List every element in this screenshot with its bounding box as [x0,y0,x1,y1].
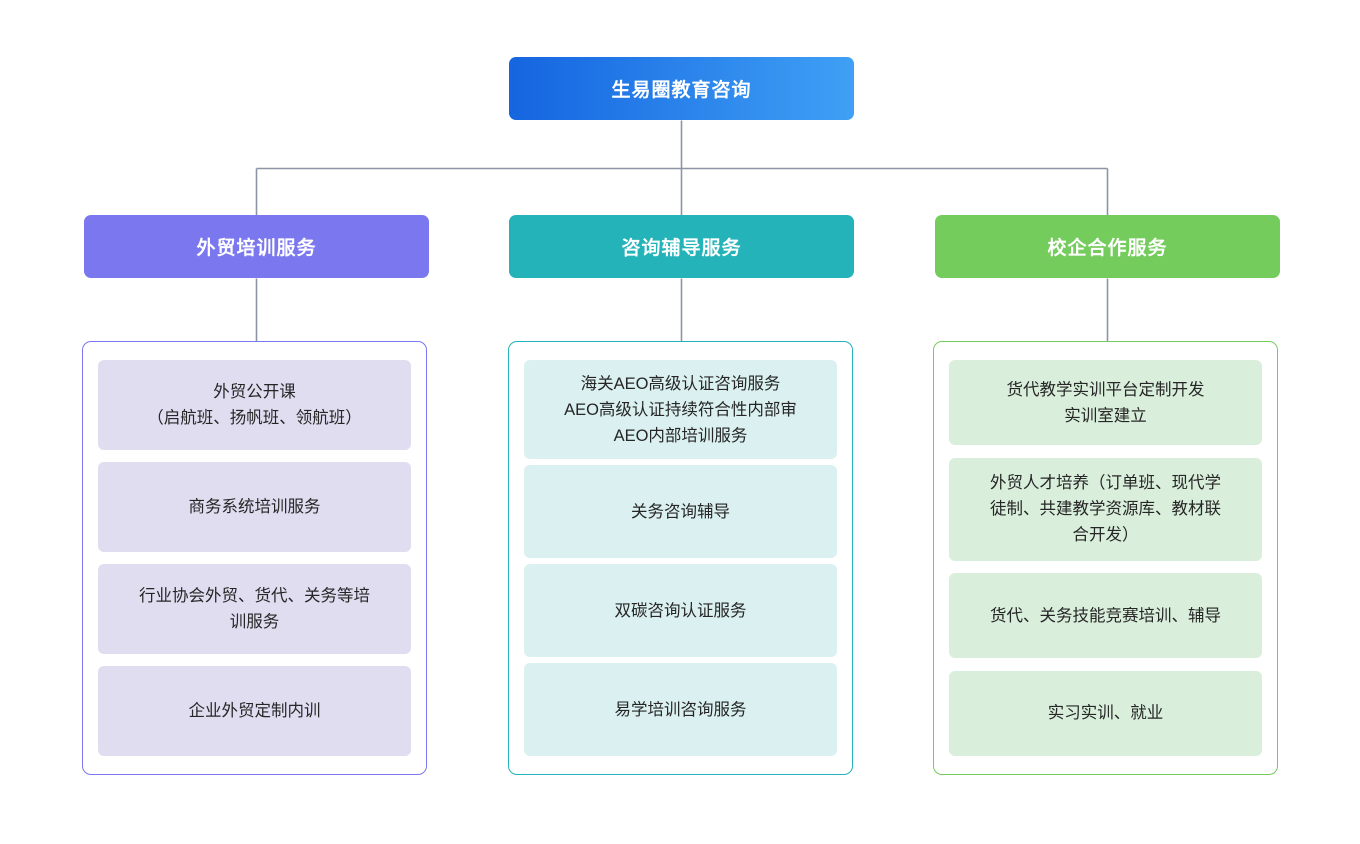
service-item[interactable]: 实习实训、就业 [949,670,1262,756]
service-item-list-0: 外贸公开课 （启航班、扬帆班、领航班） 商务系统培训服务 行业协会外贸、货代、关… [98,360,411,756]
service-group-2: 货代教学实训平台定制开发 实训室建立 外贸人才培养（订单班、现代学 徒制、共建教… [933,341,1278,775]
service-item[interactable]: 货代、关务技能竞赛培训、辅导 [949,573,1262,659]
service-item-list-1: 海关AEO高级认证咨询服务 AEO高级认证持续符合性内部审 AEO内部培训服务 … [524,360,837,756]
root-node[interactable]: 生易圈教育咨询 [509,57,854,120]
service-group-0: 外贸公开课 （启航班、扬帆班、领航班） 商务系统培训服务 行业协会外贸、货代、关… [82,341,427,775]
category-header-label-1: 咨询辅导服务 [621,238,742,259]
root-node-label: 生易圈教育咨询 [611,80,752,101]
category-header-label-2: 校企合作服务 [1047,238,1168,259]
service-item[interactable]: 外贸人才培养（订单班、现代学 徒制、共建教学资源库、教材联 合开发） [949,457,1262,561]
service-item[interactable]: 关务咨询辅导 [524,465,837,558]
service-item[interactable]: 外贸公开课 （启航班、扬帆班、领航班） [98,360,411,450]
service-item-list-2: 货代教学实训平台定制开发 实训室建立 外贸人才培养（订单班、现代学 徒制、共建教… [949,360,1262,756]
category-header-0[interactable]: 外贸培训服务 [84,215,429,278]
service-group-1: 海关AEO高级认证咨询服务 AEO高级认证持续符合性内部审 AEO内部培训服务 … [508,341,853,775]
service-item[interactable]: 货代教学实训平台定制开发 实训室建立 [949,360,1262,445]
service-item[interactable]: 易学培训咨询服务 [524,663,837,756]
category-header-2[interactable]: 校企合作服务 [935,215,1280,278]
category-header-label-0: 外贸培训服务 [196,238,317,259]
service-item[interactable]: 企业外贸定制内训 [98,666,411,756]
service-item[interactable]: 双碳咨询认证服务 [524,564,837,657]
category-header-1[interactable]: 咨询辅导服务 [509,215,854,278]
service-item[interactable]: 商务系统培训服务 [98,462,411,552]
service-item[interactable]: 海关AEO高级认证咨询服务 AEO高级认证持续符合性内部审 AEO内部培训服务 [524,360,837,459]
service-item[interactable]: 行业协会外贸、货代、关务等培 训服务 [98,564,411,654]
